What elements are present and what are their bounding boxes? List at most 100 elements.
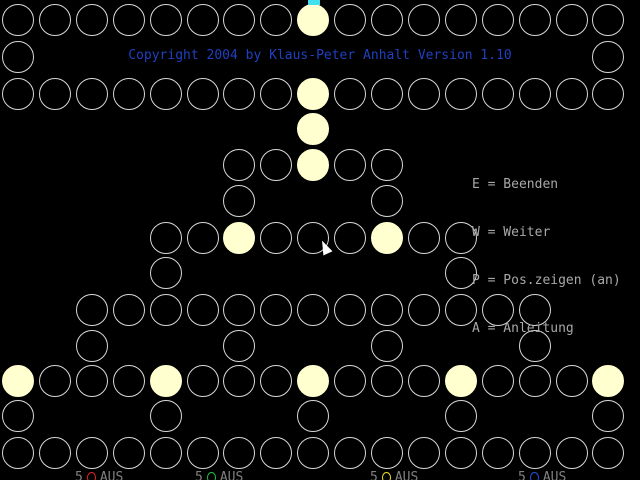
empty-hole[interactable] xyxy=(444,4,477,36)
empty-hole[interactable] xyxy=(371,4,403,36)
empty-hole[interactable] xyxy=(444,294,477,326)
empty-hole[interactable] xyxy=(112,4,145,36)
empty-hole[interactable] xyxy=(223,294,256,326)
empty-hole[interactable] xyxy=(407,294,440,326)
empty-hole[interactable] xyxy=(407,437,440,469)
empty-hole[interactable] xyxy=(444,400,477,432)
menu-item-instructions[interactable]: A = Anleitung xyxy=(472,321,574,336)
peg[interactable] xyxy=(2,365,34,397)
empty-hole[interactable] xyxy=(260,222,293,254)
empty-hole[interactable] xyxy=(38,365,71,397)
empty-hole[interactable] xyxy=(371,437,403,469)
empty-hole[interactable] xyxy=(518,4,551,36)
empty-hole[interactable] xyxy=(2,437,34,469)
empty-hole[interactable] xyxy=(2,78,34,110)
empty-hole[interactable] xyxy=(112,437,145,469)
empty-hole[interactable] xyxy=(371,330,403,362)
empty-hole[interactable] xyxy=(149,400,182,432)
empty-hole[interactable] xyxy=(186,365,219,397)
peg[interactable] xyxy=(444,365,477,397)
empty-hole[interactable] xyxy=(112,78,145,110)
empty-hole[interactable] xyxy=(592,41,625,73)
empty-hole[interactable] xyxy=(112,365,145,397)
empty-hole[interactable] xyxy=(75,437,108,469)
empty-hole[interactable] xyxy=(481,4,514,36)
empty-hole[interactable] xyxy=(260,365,293,397)
peg[interactable] xyxy=(297,4,330,36)
empty-hole[interactable] xyxy=(75,294,108,326)
empty-hole[interactable] xyxy=(260,294,293,326)
empty-hole[interactable] xyxy=(407,78,440,110)
empty-hole[interactable] xyxy=(518,437,551,469)
empty-hole[interactable] xyxy=(223,78,256,110)
empty-hole[interactable] xyxy=(371,78,403,110)
empty-hole[interactable] xyxy=(38,78,71,110)
empty-hole[interactable] xyxy=(223,149,256,181)
peg[interactable] xyxy=(149,365,182,397)
empty-hole[interactable] xyxy=(260,437,293,469)
empty-hole[interactable] xyxy=(38,437,71,469)
empty-hole[interactable] xyxy=(223,437,256,469)
empty-hole[interactable] xyxy=(223,330,256,362)
empty-hole[interactable] xyxy=(518,330,551,362)
empty-hole[interactable] xyxy=(2,400,34,432)
empty-hole[interactable] xyxy=(555,78,588,110)
empty-hole[interactable] xyxy=(75,365,108,397)
empty-hole[interactable] xyxy=(223,4,256,36)
empty-hole[interactable] xyxy=(297,437,330,469)
empty-hole[interactable] xyxy=(260,149,293,181)
peg[interactable] xyxy=(592,365,625,397)
empty-hole[interactable] xyxy=(592,437,625,469)
empty-hole[interactable] xyxy=(186,294,219,326)
empty-hole[interactable] xyxy=(371,365,403,397)
menu-item-quit[interactable]: E = Beenden xyxy=(472,177,559,192)
empty-hole[interactable] xyxy=(2,4,34,36)
empty-hole[interactable] xyxy=(555,4,588,36)
empty-hole[interactable] xyxy=(334,294,367,326)
empty-hole[interactable] xyxy=(149,222,182,254)
peg[interactable] xyxy=(223,222,256,254)
empty-hole[interactable] xyxy=(444,78,477,110)
peg[interactable] xyxy=(297,78,330,110)
empty-hole[interactable] xyxy=(371,185,403,217)
empty-hole[interactable] xyxy=(518,294,551,326)
empty-hole[interactable] xyxy=(260,78,293,110)
peg[interactable] xyxy=(297,113,330,145)
peg[interactable] xyxy=(297,149,330,181)
peg[interactable] xyxy=(297,365,330,397)
empty-hole[interactable] xyxy=(407,4,440,36)
empty-hole[interactable] xyxy=(297,400,330,432)
empty-hole[interactable] xyxy=(555,437,588,469)
empty-hole[interactable] xyxy=(223,185,256,217)
empty-hole[interactable] xyxy=(481,294,514,326)
empty-hole[interactable] xyxy=(75,330,108,362)
empty-hole[interactable] xyxy=(518,78,551,110)
empty-hole[interactable] xyxy=(334,4,367,36)
empty-hole[interactable] xyxy=(334,222,367,254)
empty-hole[interactable] xyxy=(149,294,182,326)
empty-hole[interactable] xyxy=(186,4,219,36)
empty-hole[interactable] xyxy=(149,78,182,110)
empty-hole[interactable] xyxy=(481,365,514,397)
empty-hole[interactable] xyxy=(334,365,367,397)
empty-hole[interactable] xyxy=(149,4,182,36)
empty-hole[interactable] xyxy=(334,437,367,469)
menu-item-continue[interactable]: W = Weiter xyxy=(472,225,551,240)
empty-hole[interactable] xyxy=(407,222,440,254)
empty-hole[interactable] xyxy=(75,4,108,36)
empty-hole[interactable] xyxy=(555,365,588,397)
empty-hole[interactable] xyxy=(186,78,219,110)
empty-hole[interactable] xyxy=(481,437,514,469)
empty-hole[interactable] xyxy=(149,437,182,469)
empty-hole[interactable] xyxy=(444,437,477,469)
empty-hole[interactable] xyxy=(186,437,219,469)
empty-hole[interactable] xyxy=(444,257,477,289)
empty-hole[interactable] xyxy=(297,294,330,326)
empty-hole[interactable] xyxy=(38,4,71,36)
empty-hole[interactable] xyxy=(112,294,145,326)
empty-hole[interactable] xyxy=(334,78,367,110)
empty-hole[interactable] xyxy=(592,4,625,36)
empty-hole[interactable] xyxy=(444,222,477,254)
empty-hole[interactable] xyxy=(149,257,182,289)
empty-hole[interactable] xyxy=(297,222,330,254)
